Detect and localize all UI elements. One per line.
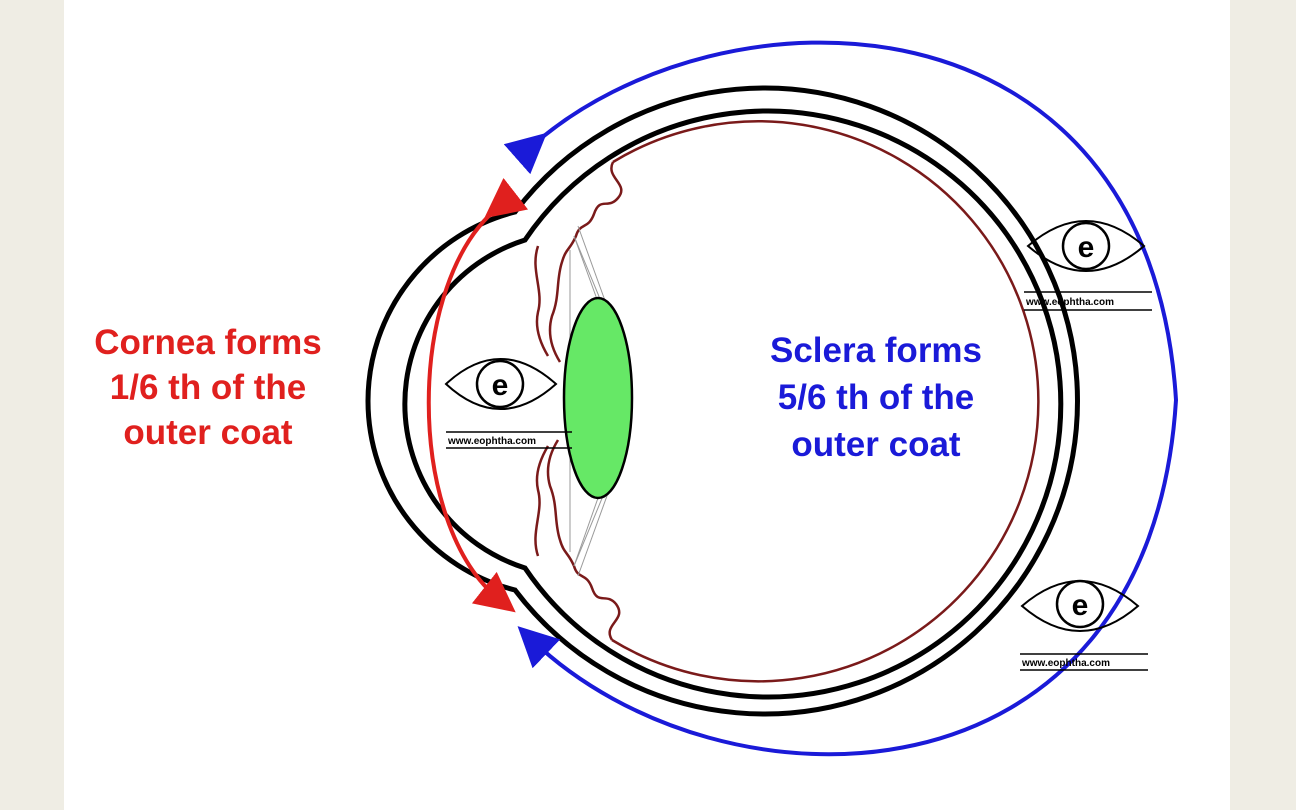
sclera-label-line-2: 5/6 th of the — [778, 378, 974, 417]
cornea-label-line-3: outer coat — [123, 413, 293, 452]
watermark-logo-upper-right: e www.eophtha.com — [1024, 220, 1152, 311]
sclera-label: Sclera forms 5/6 th of the outer coat — [770, 331, 982, 464]
watermark-letter-left: e — [492, 369, 509, 402]
iris-front-lower — [534, 445, 550, 557]
sclera-label-line-1: Sclera forms — [770, 331, 982, 370]
iris-front-upper — [534, 245, 550, 357]
lens — [562, 296, 634, 500]
watermark-logo-lower-right: e www.eophtha.com — [1020, 579, 1148, 671]
retina-layer — [611, 120, 1040, 683]
outer-coat-outer-line — [365, 85, 1080, 717]
cornea-arrow — [426, 177, 529, 613]
cornea-label-line-2: 1/6 th of the — [110, 368, 306, 407]
watermark-logo-left: e www.eophtha.com — [444, 358, 572, 449]
watermark-letter-upper-right: e — [1078, 231, 1095, 264]
sclera-arrow — [503, 40, 1179, 757]
cornea-label-line-1: Cornea forms — [94, 323, 322, 362]
watermark-eye-lower-right — [1020, 580, 1140, 632]
watermark-url-lower-right: www.eophtha.com — [1021, 658, 1110, 669]
outer-coat-inner-line — [402, 108, 1064, 700]
watermark-url-left: www.eophtha.com — [447, 436, 536, 447]
watermark-url-upper-right: www.eophtha.com — [1025, 297, 1114, 308]
cornea-label: Cornea forms 1/6 th of the outer coat — [94, 323, 322, 452]
watermark-letter-lower-right: e — [1072, 589, 1089, 622]
sclera-label-line-3: outer coat — [791, 425, 961, 464]
